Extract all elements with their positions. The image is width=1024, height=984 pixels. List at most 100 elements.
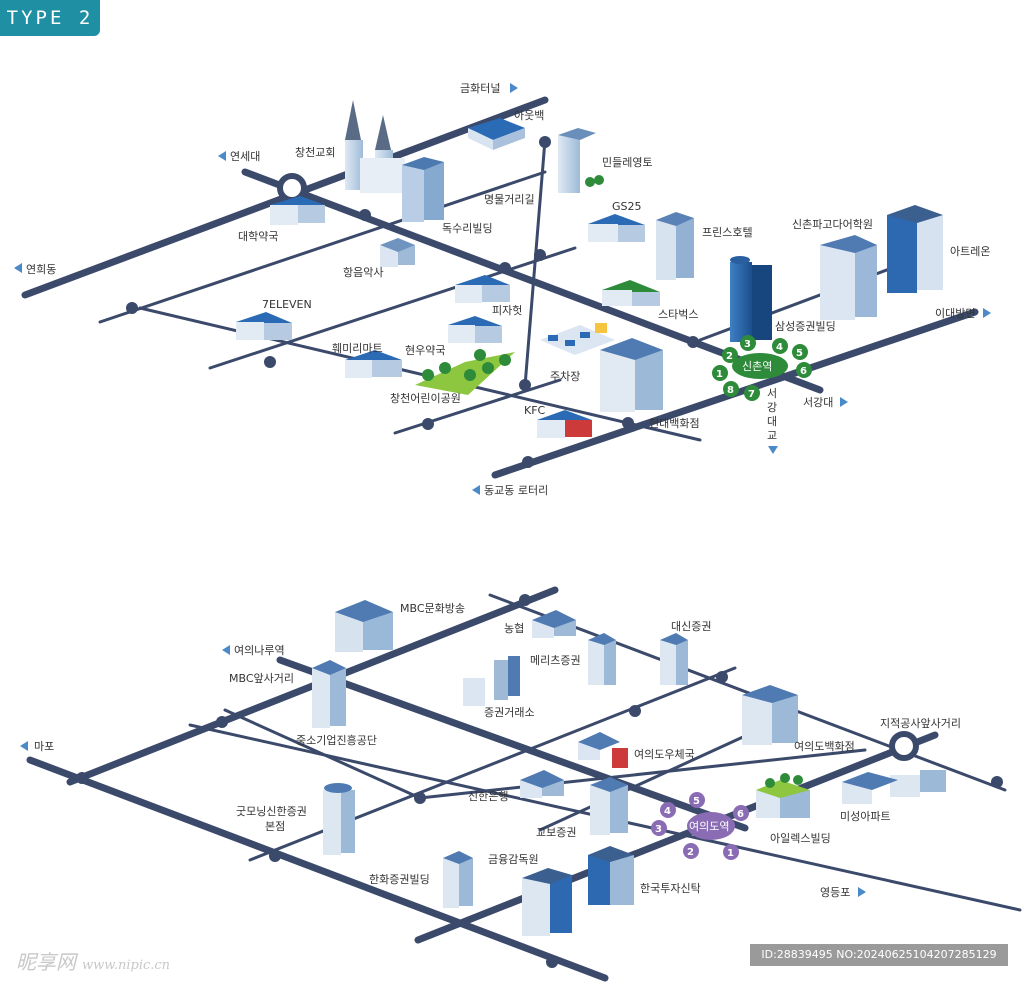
- goodmorning-icon: [323, 783, 355, 855]
- label-korea-invest: 한국투자신탁: [640, 882, 701, 895]
- seogang-bridge-label: 서강대교: [767, 387, 778, 442]
- starbucks-icon: [602, 280, 660, 306]
- map1-labels: 1 2 3 4 5 6 7 8 신촌역 금화터널 연세대 연희동 이대방면 서강…: [26, 82, 990, 497]
- dir-yeonhui: 연희동: [26, 263, 56, 276]
- exit-5: 5: [796, 348, 803, 359]
- exit-3: 3: [744, 339, 751, 350]
- label-outback: 아웃백: [514, 109, 544, 122]
- y-station-label: 여의도역: [689, 820, 729, 833]
- dir-mapo: 마포: [34, 740, 54, 753]
- seven-eleven-icon: [236, 312, 292, 340]
- map1-buildings: [236, 100, 943, 438]
- type-badge: TYPE 2: [0, 0, 100, 36]
- nonghyup-icon: [532, 610, 576, 638]
- gs25-icon: [588, 214, 645, 242]
- irex-icon: [756, 773, 810, 818]
- exchange-icon: [463, 656, 520, 706]
- label-mbc: MBC문화방송: [400, 602, 465, 615]
- image-id-bar: ID:28839495 NO:20240625104207285129: [750, 944, 1008, 966]
- label-church: 창천교회: [295, 145, 335, 159]
- exit-8: 8: [727, 385, 734, 396]
- mindle-icon: [558, 128, 604, 193]
- label-parking: 주차장: [550, 370, 580, 383]
- sinchon-exits: [712, 335, 812, 401]
- label-merits: 메리츠증권: [530, 654, 581, 667]
- label-goodmorning-2: 본점: [265, 820, 285, 833]
- kyobo-icon: [590, 777, 628, 835]
- station-label: 신촌역: [742, 360, 772, 373]
- dir-seogang: 서강대: [803, 396, 833, 409]
- exit-7: 7: [748, 389, 755, 400]
- yeouido-exits: [651, 792, 749, 860]
- merits-icon: [588, 633, 616, 685]
- hanwha-icon: [443, 851, 473, 908]
- map2-arrows: [20, 645, 866, 897]
- shinhan-icon: [520, 770, 564, 798]
- hyundai-icon: [600, 338, 663, 412]
- label-artreon: 아트레온: [950, 245, 990, 258]
- prince-hotel-icon: [656, 212, 694, 280]
- label-seven: 7ELEVEN: [262, 298, 312, 311]
- sbc-icon: [312, 660, 346, 728]
- outback-icon: [468, 118, 525, 150]
- doksuri-icon: [402, 157, 444, 222]
- dir-donggyo: 동교동 로터리: [484, 484, 548, 497]
- map2-buildings: [312, 600, 946, 936]
- mbc-icon: [335, 600, 393, 652]
- kfc-icon: [537, 410, 592, 438]
- label-hyunwoo: 현우약국: [405, 343, 445, 357]
- label-univ-pharm: 대학약국: [238, 229, 278, 243]
- korea-invest-icon: [588, 846, 634, 905]
- label-sbc: 중소기업진흥공단: [296, 733, 377, 747]
- label-fss: 금융감독원: [488, 853, 539, 866]
- label-shinhan: 신한은행: [468, 790, 508, 803]
- y-exit-5: 5: [693, 796, 700, 807]
- fss-icon: [522, 868, 572, 936]
- pizza-hut-icon: [455, 275, 510, 303]
- dir-yonsei: 연세대: [230, 150, 260, 163]
- exit-2: 2: [726, 351, 733, 362]
- label-pagoda: 신촌파고다어학원: [792, 218, 873, 231]
- y-exit-1: 1: [727, 848, 734, 859]
- label-doksuri: 독수리빌딩: [442, 222, 493, 235]
- label-kfc: KFC: [524, 404, 546, 417]
- y-exit-2: 2: [687, 847, 694, 858]
- label-dept: 여의도백화점: [794, 740, 855, 753]
- dir-yeongdeungpo: 영등포: [820, 886, 850, 899]
- map2-roads: [26, 586, 1022, 982]
- dir-naru: 여의나루역: [234, 644, 285, 657]
- label-mbc-front: MBC앞사거리: [229, 672, 294, 685]
- label-goodmorning-1: 굿모닝신한증권: [236, 805, 307, 818]
- apartment-icon: [842, 770, 946, 804]
- samsung-icon: [730, 256, 772, 342]
- label-miseong: 미성아파트: [840, 810, 891, 823]
- label-myeongmul: 명물거리길: [484, 193, 535, 206]
- dept-icon: [742, 685, 798, 745]
- label-exchange: 증권거래소: [484, 706, 535, 719]
- exit-1: 1: [716, 369, 723, 380]
- label-prince: 프린스호텔: [702, 226, 753, 239]
- label-daishin: 대신증권: [671, 620, 711, 633]
- y-exit-6: 6: [737, 809, 744, 820]
- parking-icon: [540, 323, 615, 355]
- label-samsung: 삼성증권빌딩: [775, 320, 836, 333]
- label-post: 여의도우체국: [634, 748, 695, 761]
- y-exit-4: 4: [664, 806, 671, 817]
- label-hangeum: 항음악사: [343, 266, 383, 279]
- label-nonghyup: 농협: [504, 622, 524, 635]
- map1-arrows: [14, 83, 991, 495]
- hangeum-icon: [380, 238, 415, 267]
- yeouido-station: [687, 812, 735, 840]
- label-hyundai: 현대백화점: [649, 417, 700, 430]
- label-park: 창천어린이공원: [390, 391, 461, 405]
- map2-labels: 1 2 3 4 5 6 여의도역 여의나루역 마포 영등포 MBC문화방송 농협…: [34, 602, 961, 899]
- hyunwoo-icon: [448, 316, 502, 343]
- post-office-icon: [578, 732, 628, 768]
- park-icon: [415, 349, 515, 395]
- label-hemimi: 훼미리마트: [332, 342, 383, 355]
- dir-geumhwa: 금화터널: [460, 82, 500, 95]
- exit-6: 6: [800, 366, 807, 377]
- daishin-icon: [660, 633, 688, 685]
